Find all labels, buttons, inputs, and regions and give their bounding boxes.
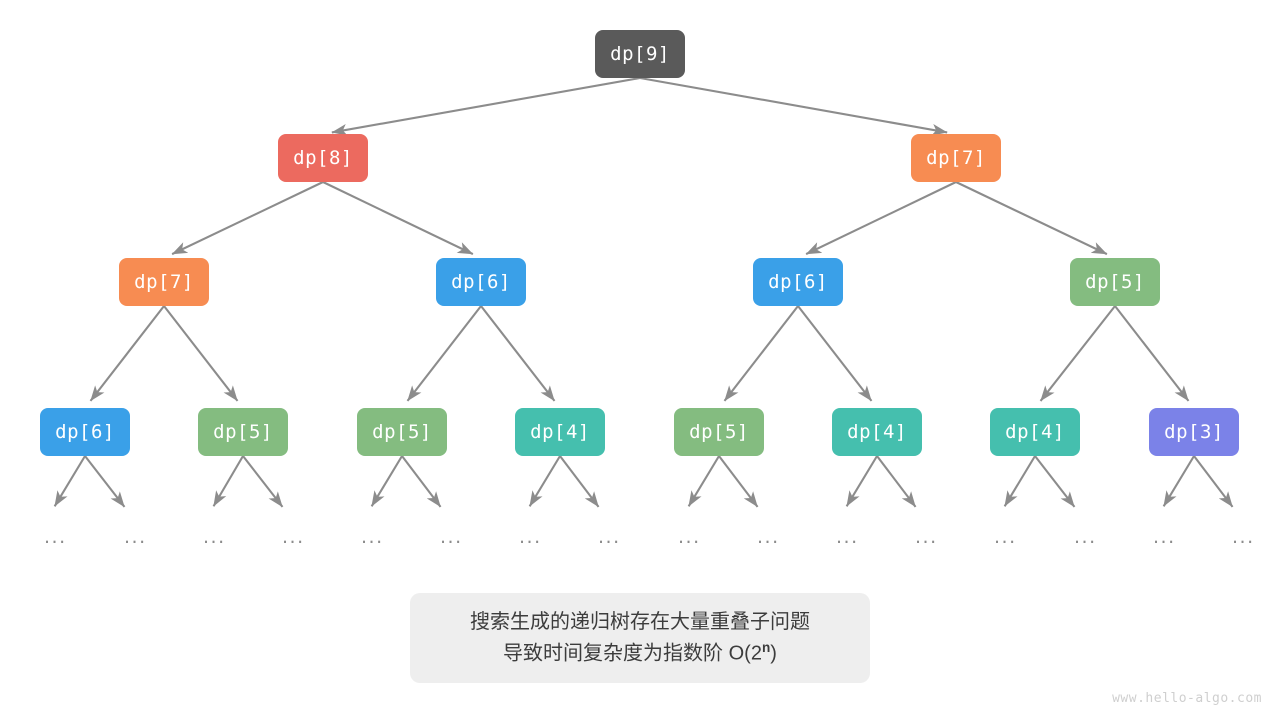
- tree-node-label: dp[6]: [451, 271, 511, 293]
- tree-edge: [559, 455, 600, 508]
- tree-edge: [89, 305, 165, 402]
- ellipsis-2: ...: [203, 526, 226, 548]
- tree-edge: [480, 305, 556, 402]
- tree-node-level-3-2: dp[5]: [357, 408, 447, 456]
- tree-node-label: dp[4]: [1005, 421, 1065, 443]
- caption-line-1: 搜索生成的递归树存在大量重叠子问题: [470, 610, 810, 633]
- tree-edge: [797, 305, 873, 402]
- tree-edge: [370, 455, 403, 507]
- tree-node-level-3-0: dp[6]: [40, 408, 130, 456]
- caption-line-2-suffix: ): [770, 642, 777, 665]
- ellipsis-11: ...: [915, 526, 938, 548]
- caption-box: 搜索生成的递归树存在大量重叠子问题 导致时间复杂度为指数阶 O(2n): [410, 593, 870, 683]
- tree-node-label: dp[5]: [213, 421, 273, 443]
- tree-node-level-3-1: dp[5]: [198, 408, 288, 456]
- ellipsis-1: ...: [124, 526, 147, 548]
- tree-edge: [331, 76, 641, 136]
- tree-edge: [406, 305, 482, 402]
- ellipsis-13: ...: [1074, 526, 1097, 548]
- tree-node-level-3-4: dp[5]: [674, 408, 764, 456]
- ellipsis-7: ...: [598, 526, 621, 548]
- tree-edge: [876, 455, 917, 508]
- tree-node-label: dp[4]: [847, 421, 907, 443]
- tree-node-label: dp[7]: [926, 147, 986, 169]
- tree-node-label: dp[9]: [610, 43, 670, 65]
- tree-edge: [528, 455, 561, 507]
- caption-exponent: n: [761, 639, 771, 655]
- tree-edge: [1034, 455, 1076, 508]
- tree-edge: [1003, 455, 1036, 507]
- tree-edge: [401, 455, 442, 508]
- tree-node-level-1-1: dp[7]: [911, 134, 1001, 182]
- tree-edge: [955, 181, 1108, 256]
- ellipsis-9: ...: [757, 526, 780, 548]
- tree-edge: [805, 181, 957, 256]
- tree-edge: [718, 455, 759, 508]
- tree-edge: [687, 455, 720, 507]
- tree-node-label: dp[4]: [530, 421, 590, 443]
- tree-edge: [723, 305, 799, 402]
- tree-node-level-3-3: dp[4]: [515, 408, 605, 456]
- tree-node-level-3-7: dp[3]: [1149, 408, 1239, 456]
- tree-edge: [1193, 455, 1234, 508]
- watermark: www.hello-algo.com: [1112, 691, 1262, 706]
- tree-edge: [1114, 305, 1190, 402]
- tree-node-label: dp[5]: [372, 421, 432, 443]
- ellipsis-10: ...: [836, 526, 859, 548]
- tree-node-label: dp[6]: [55, 421, 115, 443]
- tree-node-level-2-2: dp[6]: [753, 258, 843, 306]
- tree-edge: [1039, 305, 1116, 402]
- ellipsis-3: ...: [282, 526, 305, 548]
- tree-node-level-2-3: dp[5]: [1070, 258, 1160, 306]
- tree-edge: [171, 181, 324, 256]
- tree-edge: [84, 455, 126, 508]
- tree-node-label: dp[5]: [1085, 271, 1145, 293]
- tree-edge: [639, 76, 948, 136]
- tree-node-label: dp[6]: [768, 271, 828, 293]
- tree-edge: [53, 455, 86, 507]
- tree-edge: [845, 455, 878, 507]
- tree-node-label: dp[5]: [689, 421, 749, 443]
- tree-edge: [322, 181, 474, 256]
- ellipsis-8: ...: [678, 526, 701, 548]
- caption-line-2-prefix: 导致时间复杂度为指数阶 O(2: [503, 642, 762, 665]
- ellipsis-12: ...: [994, 526, 1017, 548]
- tree-node-label: dp[8]: [293, 147, 353, 169]
- tree-node-level-2-0: dp[7]: [119, 258, 209, 306]
- tree-node-label: dp[3]: [1164, 421, 1224, 443]
- ellipsis-6: ...: [519, 526, 542, 548]
- ellipsis-15: ...: [1232, 526, 1255, 548]
- tree-node-level-3-5: dp[4]: [832, 408, 922, 456]
- caption-line-2: 导致时间复杂度为指数阶 O(2n): [503, 640, 777, 667]
- ellipsis-14: ...: [1153, 526, 1176, 548]
- ellipsis-5: ...: [440, 526, 463, 548]
- tree-node-label: dp[7]: [134, 271, 194, 293]
- ellipsis-4: ...: [361, 526, 384, 548]
- tree-node-level-2-1: dp[6]: [436, 258, 526, 306]
- tree-node-level-0-0: dp[9]: [595, 30, 685, 78]
- tree-node-level-3-6: dp[4]: [990, 408, 1080, 456]
- tree-edge: [1162, 455, 1195, 507]
- ellipsis-0: ...: [44, 526, 67, 548]
- tree-edge: [163, 305, 239, 402]
- tree-node-level-1-0: dp[8]: [278, 134, 368, 182]
- tree-edge: [212, 455, 244, 507]
- tree-edge: [242, 455, 284, 508]
